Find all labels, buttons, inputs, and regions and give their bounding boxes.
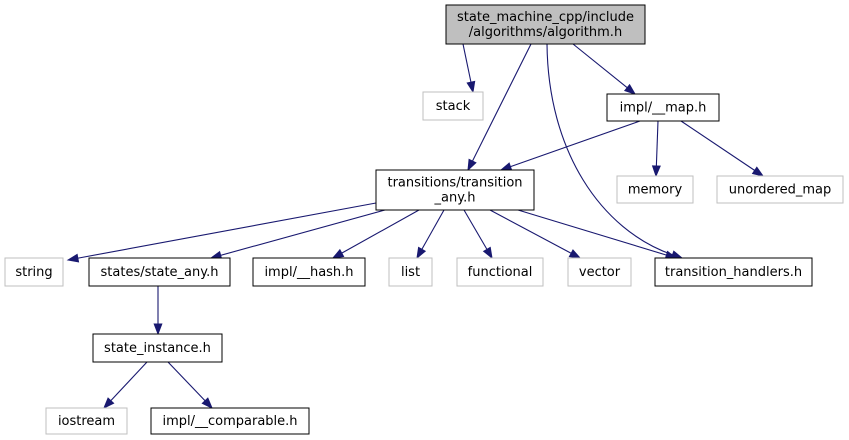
node-functional: functional — [456, 257, 544, 287]
edge-line — [463, 209, 488, 251]
edge-trans_any-to-list — [416, 209, 445, 260]
edge-root-to-trans_any — [467, 43, 532, 172]
arrowhead-icon — [201, 397, 213, 410]
node-box — [716, 175, 844, 204]
node-box — [422, 91, 484, 121]
edge-line — [546, 43, 674, 256]
node-label: transition_handlers.h — [665, 265, 802, 280]
node-stack: stack — [422, 91, 484, 121]
node-handlers[interactable]: transition_handlers.h — [654, 257, 813, 287]
nodes-layer: state_machine_cpp/include/algorithms/alg… — [4, 4, 844, 435]
arrowhead-icon — [568, 249, 582, 259]
arrowhead-icon — [482, 246, 493, 260]
edge-map-to-trans_any — [499, 120, 641, 171]
node-box — [150, 407, 310, 435]
edge-line — [680, 120, 756, 172]
node-vector: vector — [567, 257, 632, 287]
node-box — [388, 257, 433, 287]
edge-trans_any-to-functional — [463, 209, 493, 260]
edge-line — [462, 43, 472, 84]
node-box — [88, 257, 231, 287]
node-map[interactable]: impl/__map.h — [606, 93, 720, 122]
arrowhead-icon — [416, 246, 427, 260]
edge-map-to-unordered_map — [680, 120, 765, 177]
node-state-any[interactable]: states/state_any.h — [88, 257, 231, 287]
edge-map-to-memory — [651, 120, 661, 178]
node-box — [606, 93, 720, 122]
node-label: stack — [436, 99, 471, 114]
node-label: impl/__map.h — [620, 101, 707, 116]
arrowhead-icon — [153, 323, 163, 336]
node-list: list — [388, 257, 433, 287]
node-label: transitions/transition — [387, 176, 522, 191]
edge-line — [219, 209, 386, 257]
arrowhead-icon — [623, 83, 637, 95]
node-hash[interactable]: impl/__hash.h — [252, 257, 366, 287]
node-box — [4, 257, 64, 287]
arrowhead-icon — [103, 397, 115, 410]
edge-line — [340, 209, 420, 255]
node-box — [567, 257, 632, 287]
node-label: state_machine_cpp/include — [457, 10, 634, 25]
edge-trans_any-to-handlers — [517, 209, 678, 260]
edge-line — [572, 43, 629, 89]
node-box — [252, 257, 366, 287]
node-box — [45, 407, 128, 435]
edge-line — [420, 209, 445, 251]
node-label: /algorithms/algorithm.h — [469, 25, 622, 40]
edge-state_instance-to-iostream — [103, 361, 148, 410]
edge-trans_any-to-vector — [489, 209, 582, 259]
edge-state_instance-to-comparable — [167, 361, 213, 410]
edge-root-to-stack — [462, 43, 476, 94]
edge-trans_any-to-string — [66, 202, 377, 263]
node-comparable[interactable]: impl/__comparable.h — [150, 407, 310, 435]
edge-trans_any-to-hash — [331, 209, 420, 259]
node-label: impl/__comparable.h — [162, 414, 297, 429]
arrowhead-icon — [467, 158, 477, 172]
edge-state_any-to-state_instance — [153, 286, 163, 336]
node-unordered-map: unordered_map — [716, 175, 844, 204]
node-label: functional — [468, 265, 533, 280]
node-label: state_instance.h — [104, 341, 211, 356]
arrowhead-icon — [331, 248, 345, 259]
arrowhead-icon — [499, 162, 513, 171]
edge-line — [655, 120, 659, 168]
node-box — [445, 4, 646, 45]
edge-line — [109, 361, 148, 402]
node-box — [456, 257, 544, 287]
node-box — [92, 333, 223, 363]
node-label: iostream — [58, 414, 115, 429]
node-box — [654, 257, 813, 287]
edges-layer — [66, 43, 765, 410]
node-memory: memory — [616, 175, 694, 204]
node-box — [616, 175, 694, 204]
node-string: string — [4, 257, 64, 287]
edge-line — [489, 209, 573, 255]
arrowhead-icon — [651, 165, 661, 178]
node-label: impl/__hash.h — [264, 265, 353, 280]
edge-root-to-handlers — [546, 43, 684, 259]
edge-root-to-map — [572, 43, 637, 95]
arrowhead-icon — [751, 166, 765, 177]
node-iostream: iostream — [45, 407, 128, 435]
node-state-instance[interactable]: state_instance.h — [92, 333, 223, 363]
node-root[interactable]: state_machine_cpp/include/algorithms/alg… — [445, 4, 646, 45]
node-label: list — [401, 265, 420, 280]
node-box — [375, 169, 535, 211]
node-label: unordered_map — [729, 183, 832, 198]
node-label: states/state_any.h — [101, 265, 219, 280]
node-trans-any[interactable]: transitions/transition_any.h — [375, 169, 535, 211]
node-label: _any.h — [434, 191, 476, 206]
arrowhead-icon — [66, 253, 80, 263]
edge-line — [167, 361, 207, 402]
edge-line — [517, 209, 668, 256]
edge-line — [471, 43, 532, 163]
edge-line — [509, 120, 641, 168]
edge-line — [76, 202, 377, 259]
node-label: vector — [579, 265, 621, 280]
arrowhead-icon — [466, 80, 476, 94]
node-label: string — [15, 265, 52, 280]
node-label: memory — [628, 183, 683, 198]
